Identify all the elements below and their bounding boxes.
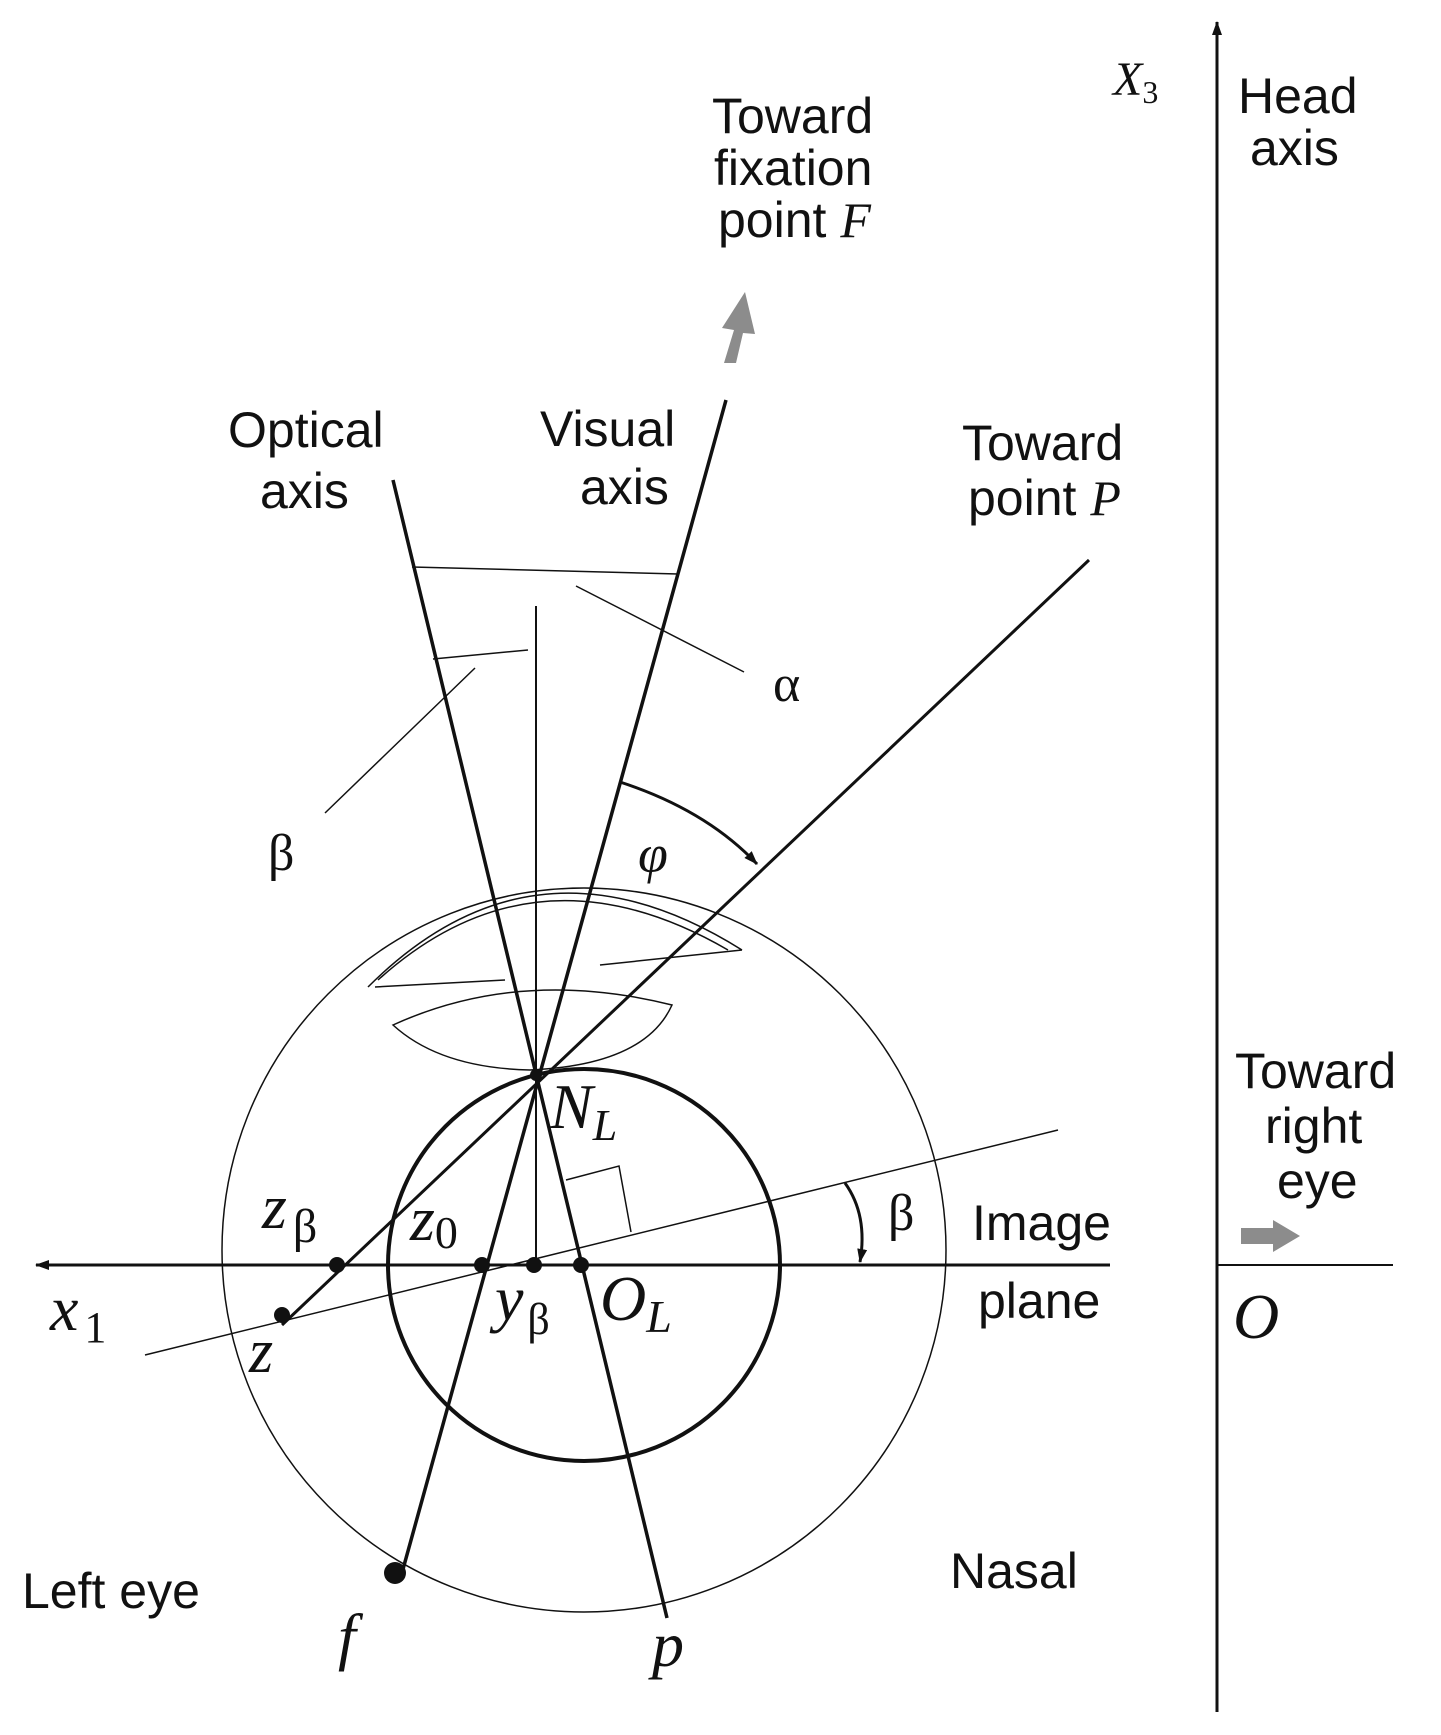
lens — [391, 989, 674, 1071]
right-eye-label-line1: Toward — [1235, 1043, 1396, 1099]
z0-label: z0 — [409, 1183, 458, 1258]
fixation-label-line2: fixation — [714, 140, 872, 196]
iris-left — [374, 979, 506, 988]
optical-axis-label-line2: axis — [260, 463, 349, 519]
point-p-label-line1: Toward — [962, 415, 1123, 471]
phi-arc — [619, 780, 759, 866]
inner-circle — [386, 1067, 782, 1463]
fixation-label-line3: point F — [718, 192, 871, 248]
right-eye-label-line3: eye — [1277, 1153, 1358, 1209]
eyeball-outline — [221, 887, 947, 1613]
z-dot — [274, 1307, 290, 1323]
y-beta-label: yβ — [489, 1263, 550, 1344]
phi-label: φ — [638, 824, 668, 884]
point-p-label-line2: point P — [968, 470, 1121, 526]
visual-axis-line — [398, 399, 728, 1581]
point-p-line — [280, 558, 1091, 1327]
image-plane-label-line1: Image — [972, 1195, 1111, 1251]
head-axis-label-line1: Head — [1238, 68, 1358, 124]
z-beta-dot — [329, 1257, 345, 1273]
z-point-label: z — [248, 1318, 273, 1386]
z0-dot — [474, 1257, 490, 1273]
beta-angle-arc — [843, 1182, 868, 1263]
head-axis-label-line2: axis — [1250, 120, 1339, 176]
cornea-inner — [377, 899, 729, 981]
nodal-point-dot — [530, 1069, 542, 1081]
ol-label: OL — [600, 1263, 672, 1342]
nasal-label: Nasal — [950, 1543, 1078, 1599]
visual-axis-label-line2: axis — [580, 459, 669, 515]
alpha-bracket — [411, 566, 679, 575]
point-p-symbol: P — [1089, 470, 1121, 526]
right-eye-direction-arrow — [1241, 1220, 1300, 1252]
right-angle-marker — [565, 1165, 632, 1233]
fixation-point-symbol: F — [839, 192, 871, 248]
beta-label-right: β — [888, 1185, 914, 1242]
optical-axis-label-line1: Optical — [228, 402, 384, 458]
beta-label-left: β — [268, 825, 294, 882]
beta-leader — [324, 667, 476, 814]
x3-label: X3 — [1111, 53, 1158, 110]
image-plane-label-line2: plane — [978, 1273, 1100, 1329]
alpha-label: α — [773, 656, 800, 713]
p-point-label: p — [648, 1609, 684, 1680]
f-point-label: f — [338, 1601, 364, 1672]
tilted-image-plane — [144, 1129, 1059, 1356]
optical-axis-line — [391, 479, 669, 1619]
f-dot — [384, 1562, 406, 1584]
right-eye-label-line2: right — [1265, 1098, 1362, 1154]
ol-dot — [573, 1257, 589, 1273]
left-eye-label: Left eye — [22, 1563, 200, 1619]
origin-label: O — [1233, 1281, 1279, 1352]
fixation-direction-arrow — [722, 292, 755, 363]
beta-bracket — [432, 649, 529, 660]
nodal-point-label: NL — [549, 1071, 617, 1150]
visual-axis-label-line1: Visual — [540, 401, 675, 457]
fixation-label-line1: Toward — [712, 88, 873, 144]
alpha-leader — [575, 585, 745, 673]
y-beta-dot — [526, 1257, 542, 1273]
cornea — [367, 892, 743, 988]
